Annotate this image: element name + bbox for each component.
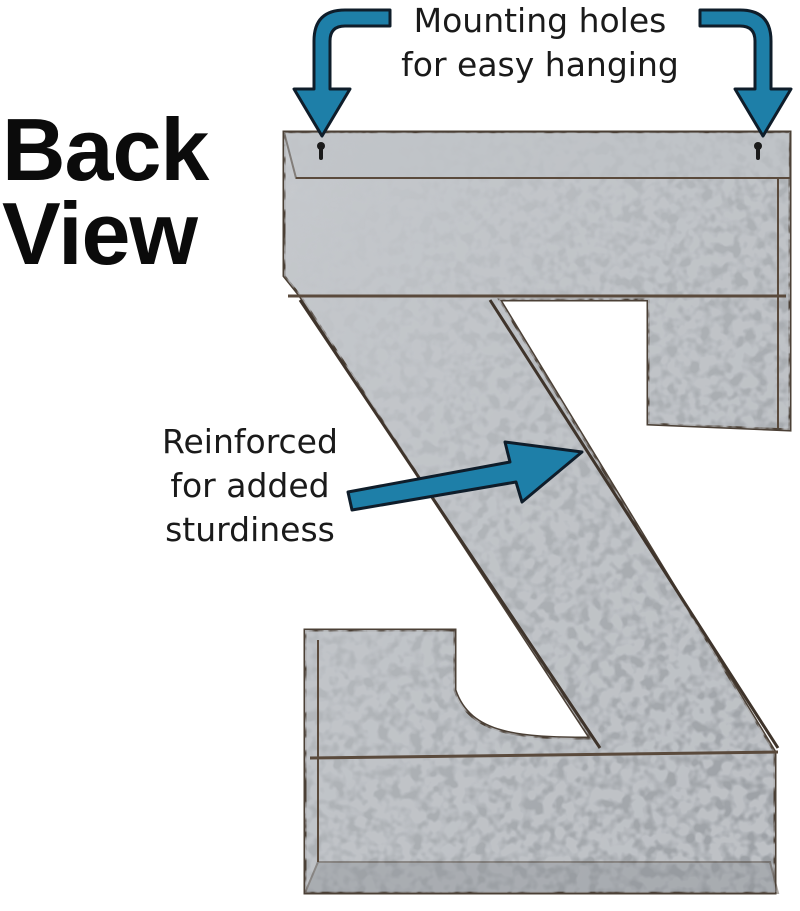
down-arrow-icon	[698, 8, 793, 138]
reinforced-callout-line-2: for added	[170, 466, 330, 505]
mounting-callout-line-1: Mounting holes	[413, 1, 667, 40]
reinforced-callout-line-1: Reinforced	[162, 422, 338, 461]
bottom-rim	[303, 861, 780, 894]
reinforced-callout: Reinforced for added sturdiness	[120, 420, 380, 552]
mounting-holes-callout: Mounting holes for easy hanging	[380, 0, 700, 87]
diagonal-seam-right	[488, 299, 780, 749]
reinforced-callout-line-3: sturdiness	[165, 510, 335, 549]
keyhole-icon	[754, 142, 762, 160]
diagonal-seam-left	[298, 299, 602, 749]
top-rim	[282, 131, 791, 179]
title-view: View	[2, 184, 198, 283]
keyhole-icon	[317, 142, 325, 160]
down-arrow-icon	[292, 8, 392, 138]
mounting-callout-line-2: for easy hanging	[401, 45, 679, 84]
bottom-divider-seam	[309, 750, 779, 760]
pointer-arrow-icon	[346, 440, 584, 512]
title-back: Back	[2, 100, 209, 199]
